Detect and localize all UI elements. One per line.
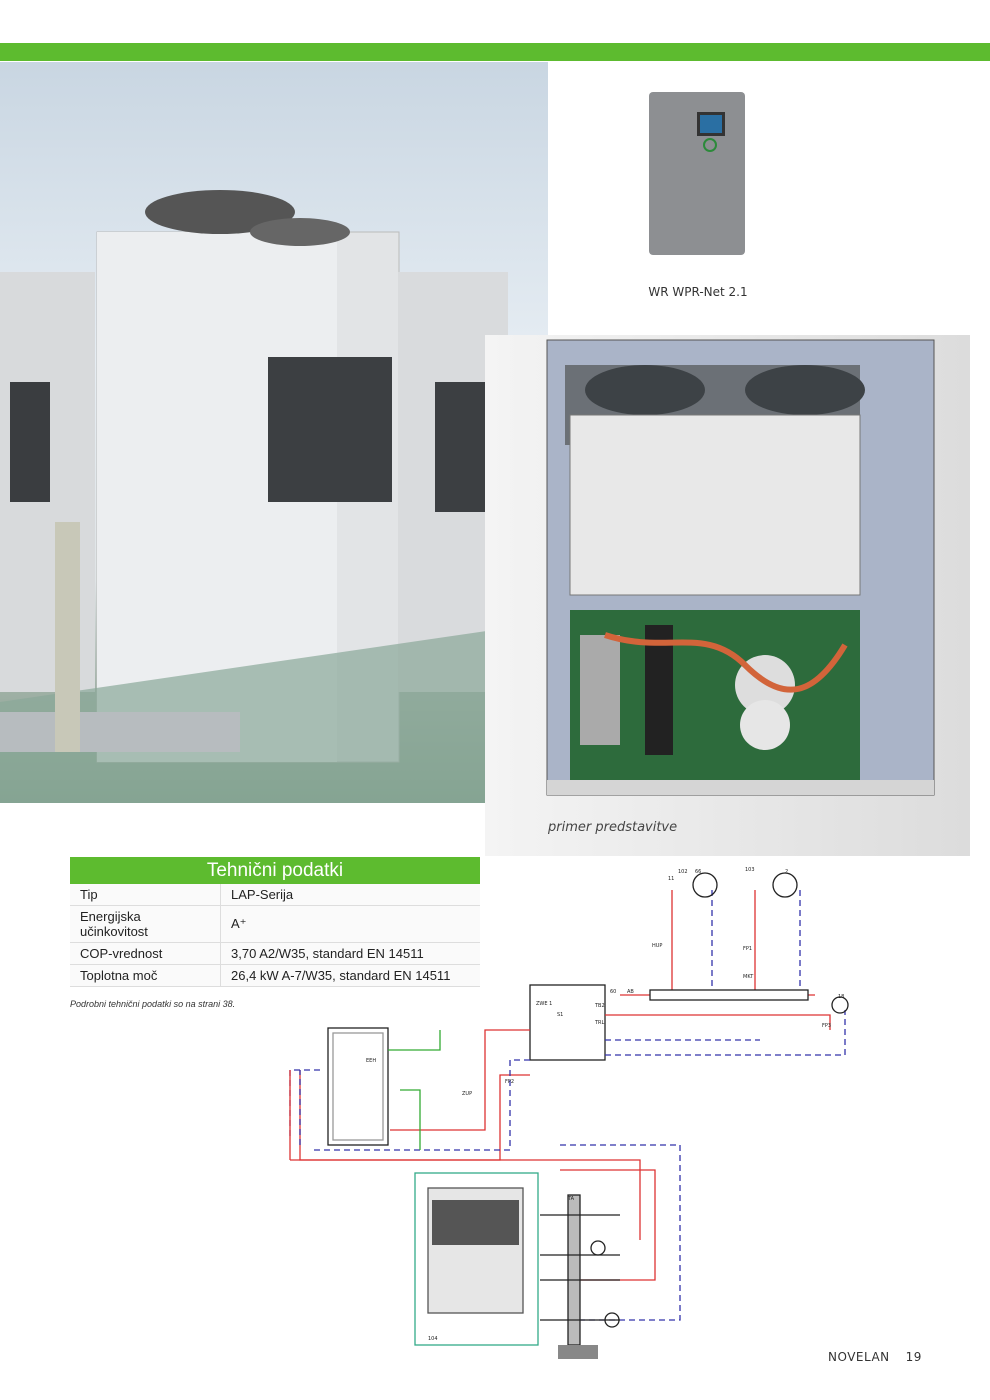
label: S1: [557, 1012, 563, 1018]
page-footer: NOVELAN 19: [828, 1350, 938, 1364]
controller-caption: WR WPR-Net 2.1: [648, 285, 748, 299]
controller-image: [649, 92, 745, 255]
row-label: Energijska učinkovitost: [70, 905, 221, 943]
label: TRL: [594, 1020, 605, 1026]
row-value: LAP-Serija: [220, 884, 480, 906]
label: FP1: [743, 946, 752, 952]
label: 18: [838, 994, 844, 1000]
label: 103: [745, 867, 755, 873]
footer-brand: NOVELAN: [828, 1350, 890, 1364]
label: 104: [428, 1336, 438, 1342]
row-value: 26,4 kW A-7/W35, standard EN 14511: [220, 964, 480, 987]
label: EEH: [366, 1058, 376, 1064]
table-footnote: Podrobni tehnični podatki so na strani 3…: [70, 999, 236, 1009]
label: 11: [668, 876, 674, 882]
rooftop-heat-pumps-photo: [0, 62, 548, 803]
label: FP3: [822, 1023, 831, 1029]
label: 2: [785, 869, 788, 875]
label: 66: [695, 869, 701, 875]
label: TB2: [594, 1003, 605, 1009]
label: 102: [678, 869, 688, 875]
label: ZWE 1: [536, 1001, 552, 1007]
label: ZUP: [462, 1091, 472, 1097]
photo-illustration: [0, 190, 548, 803]
label: MKT: [743, 974, 754, 980]
label: HUP: [652, 943, 662, 949]
drawing-caption: primer predstavitve: [548, 820, 678, 835]
schematic-labels: 102 66 103 2 11 HUP FP1 MKT FP3 ZWE 1 S1…: [366, 867, 844, 1342]
row-label: COP-vrednost: [70, 942, 221, 965]
page-number: 19: [905, 1350, 922, 1364]
label: AB: [627, 989, 634, 995]
row-value: 3,70 A2/W35, standard EN 14511: [220, 942, 480, 965]
top-accent-bar: [0, 43, 990, 61]
label: TA: [567, 1196, 575, 1202]
cutaway-illustration: [546, 339, 935, 796]
row-value: A⁺: [220, 905, 480, 943]
label: 60: [610, 989, 616, 995]
row-label: Toplotna moč: [70, 964, 221, 987]
controller-display-icon: [697, 112, 725, 136]
table-title: Tehnični podatki: [70, 857, 480, 884]
label: FP2: [505, 1079, 514, 1085]
controller-knob-icon: [703, 138, 717, 152]
row-label: Tip: [70, 884, 221, 906]
heat-pump-cutaway-drawing: [485, 335, 970, 856]
